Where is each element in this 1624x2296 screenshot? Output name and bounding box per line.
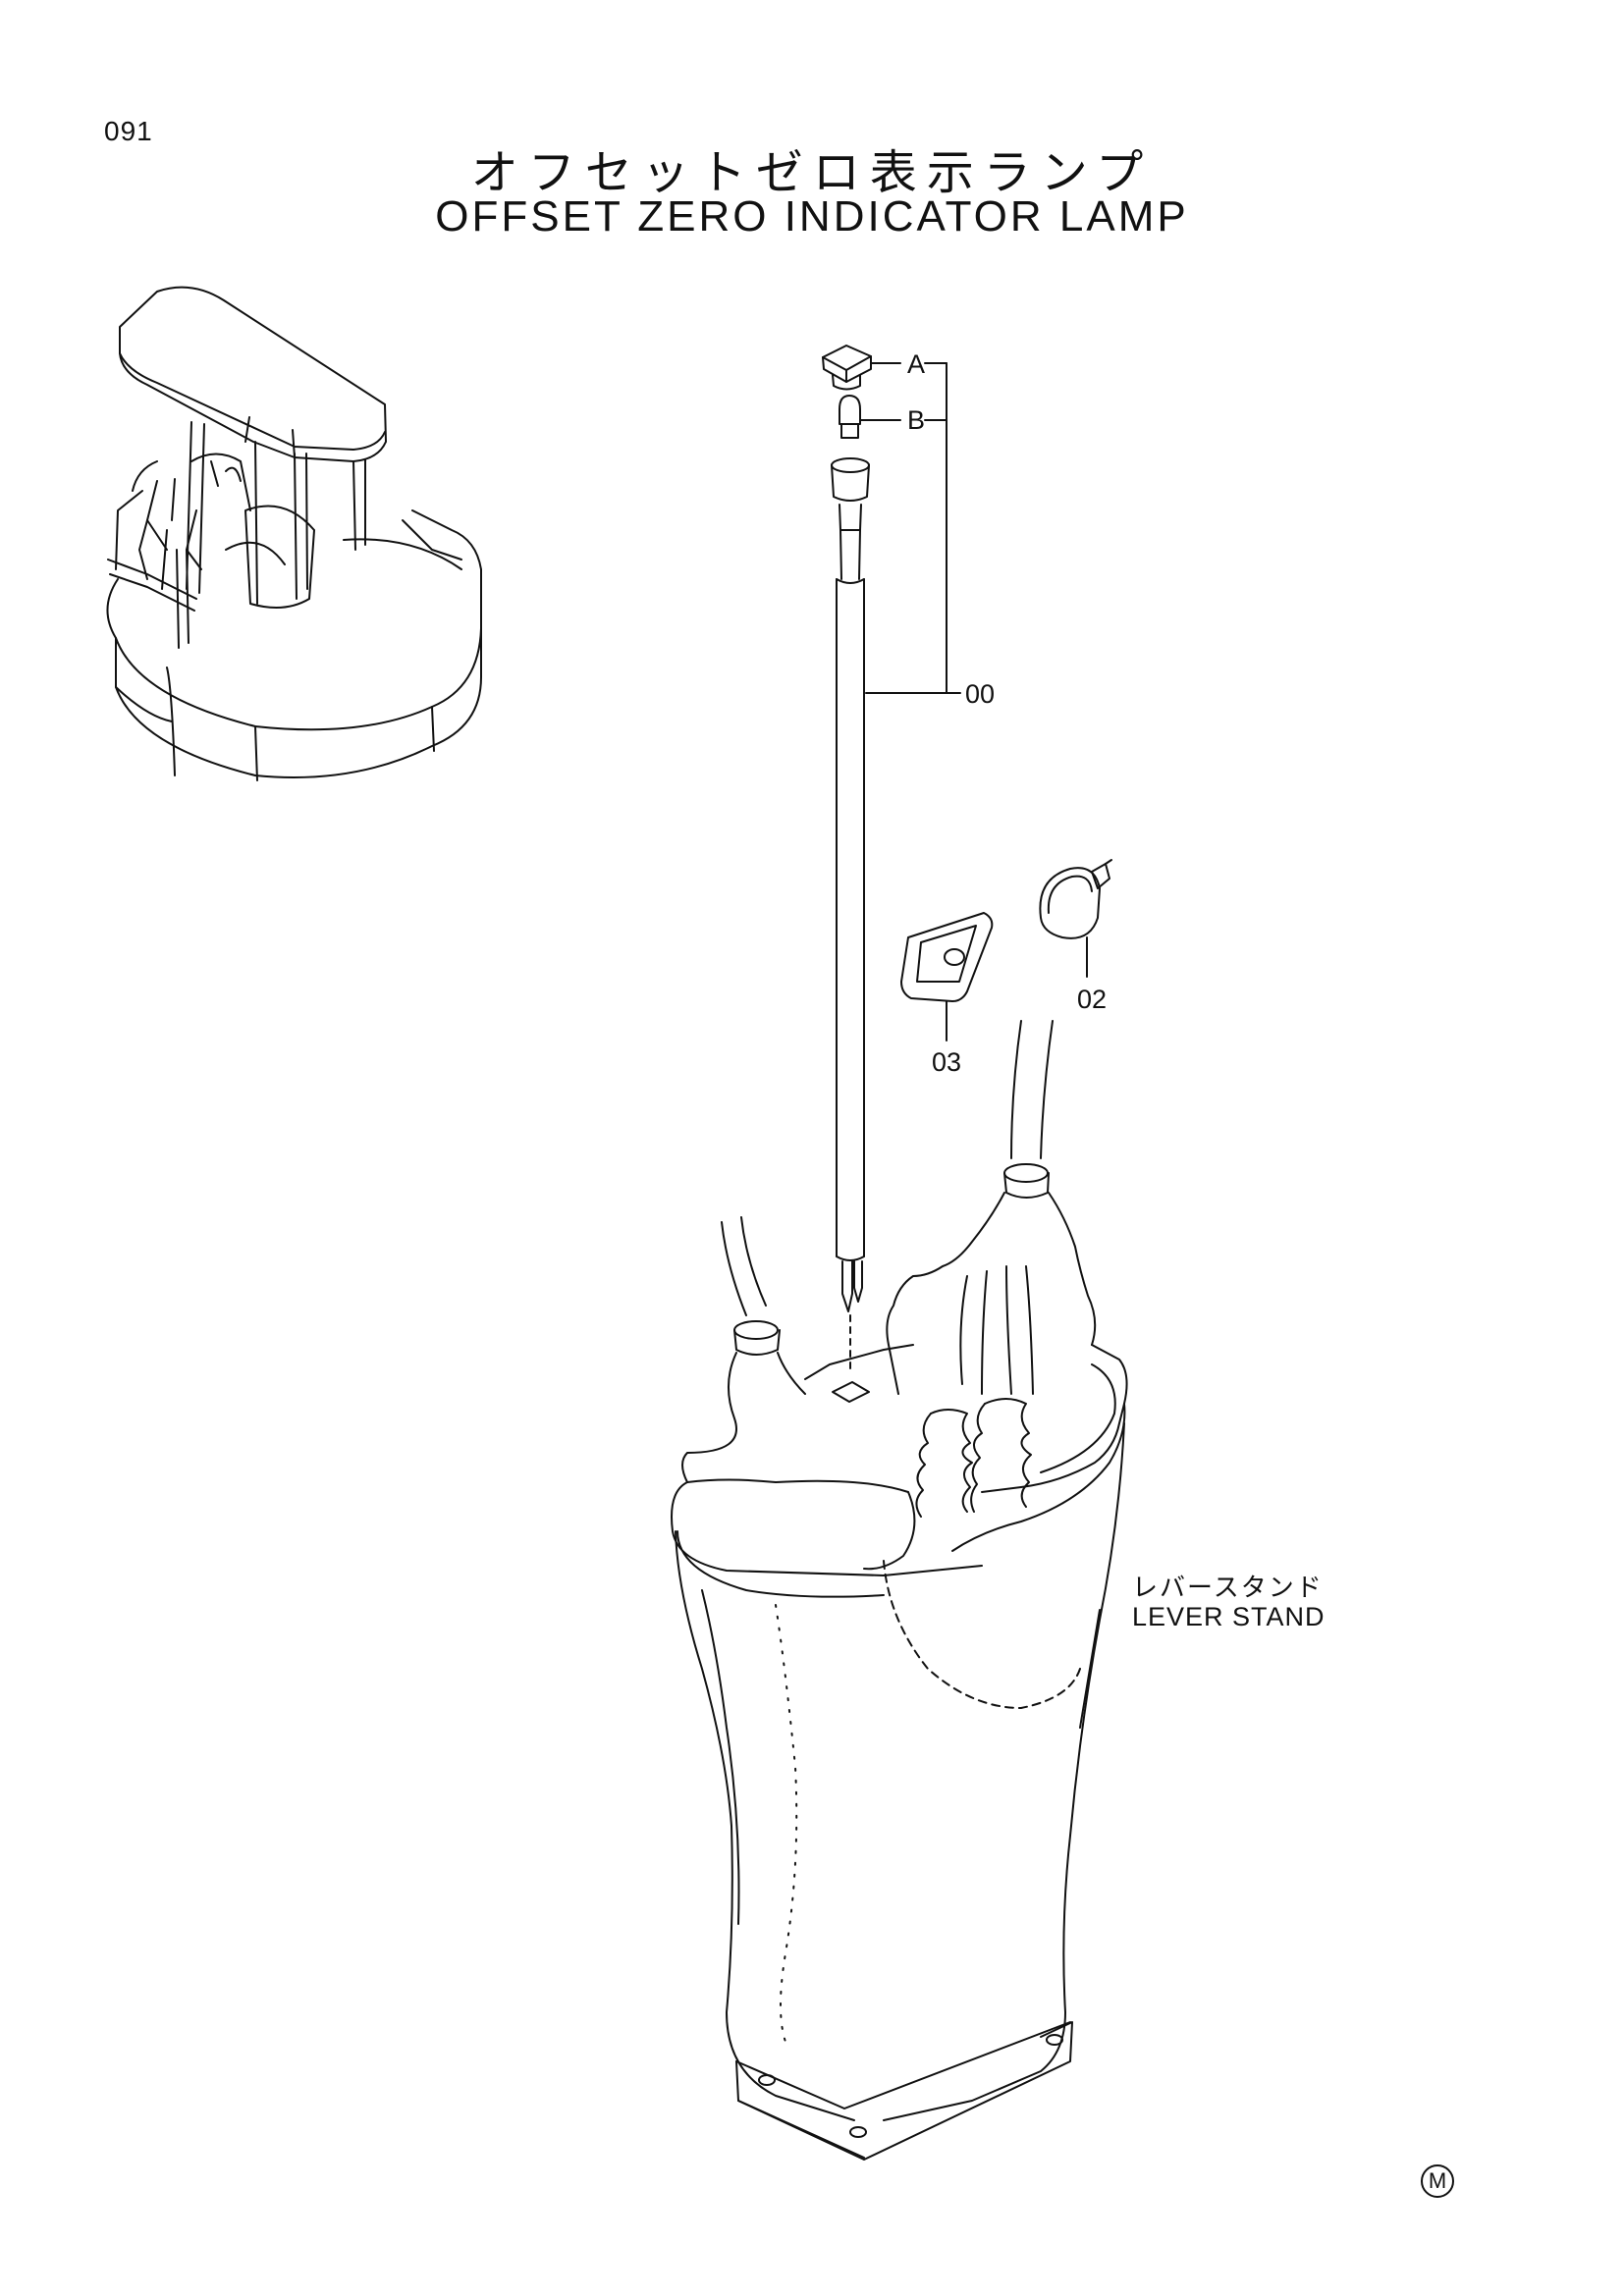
callout-02: 02 — [1077, 985, 1108, 1014]
callout-b: B — [907, 405, 926, 435]
lever-stand-label-japanese: レバースタンド — [1132, 1574, 1324, 1603]
lever-stand-label-english: LEVER STAND — [1132, 1602, 1326, 1631]
lamp-lens-part-a — [823, 346, 871, 390]
bulb-part-b — [839, 396, 860, 438]
grommet-part-03 — [901, 913, 992, 1001]
page-title-japanese: オフセットゼロ表示ランプ — [470, 145, 1154, 200]
callout-00: 00 — [965, 679, 996, 709]
callout-a: A — [907, 349, 926, 379]
circled-m-mark: M — [1421, 2164, 1454, 2198]
lamp-socket-harness-00 — [832, 458, 869, 1311]
lever-stand-illustration — [672, 1021, 1127, 2160]
page-number: 091 — [104, 116, 153, 146]
page-title-english: OFFSET ZERO INDICATOR LAMP — [435, 192, 1189, 240]
machine-overview-illustration — [107, 288, 481, 780]
cable-band-part-02 — [1040, 860, 1111, 938]
callout-03: 03 — [932, 1047, 962, 1077]
